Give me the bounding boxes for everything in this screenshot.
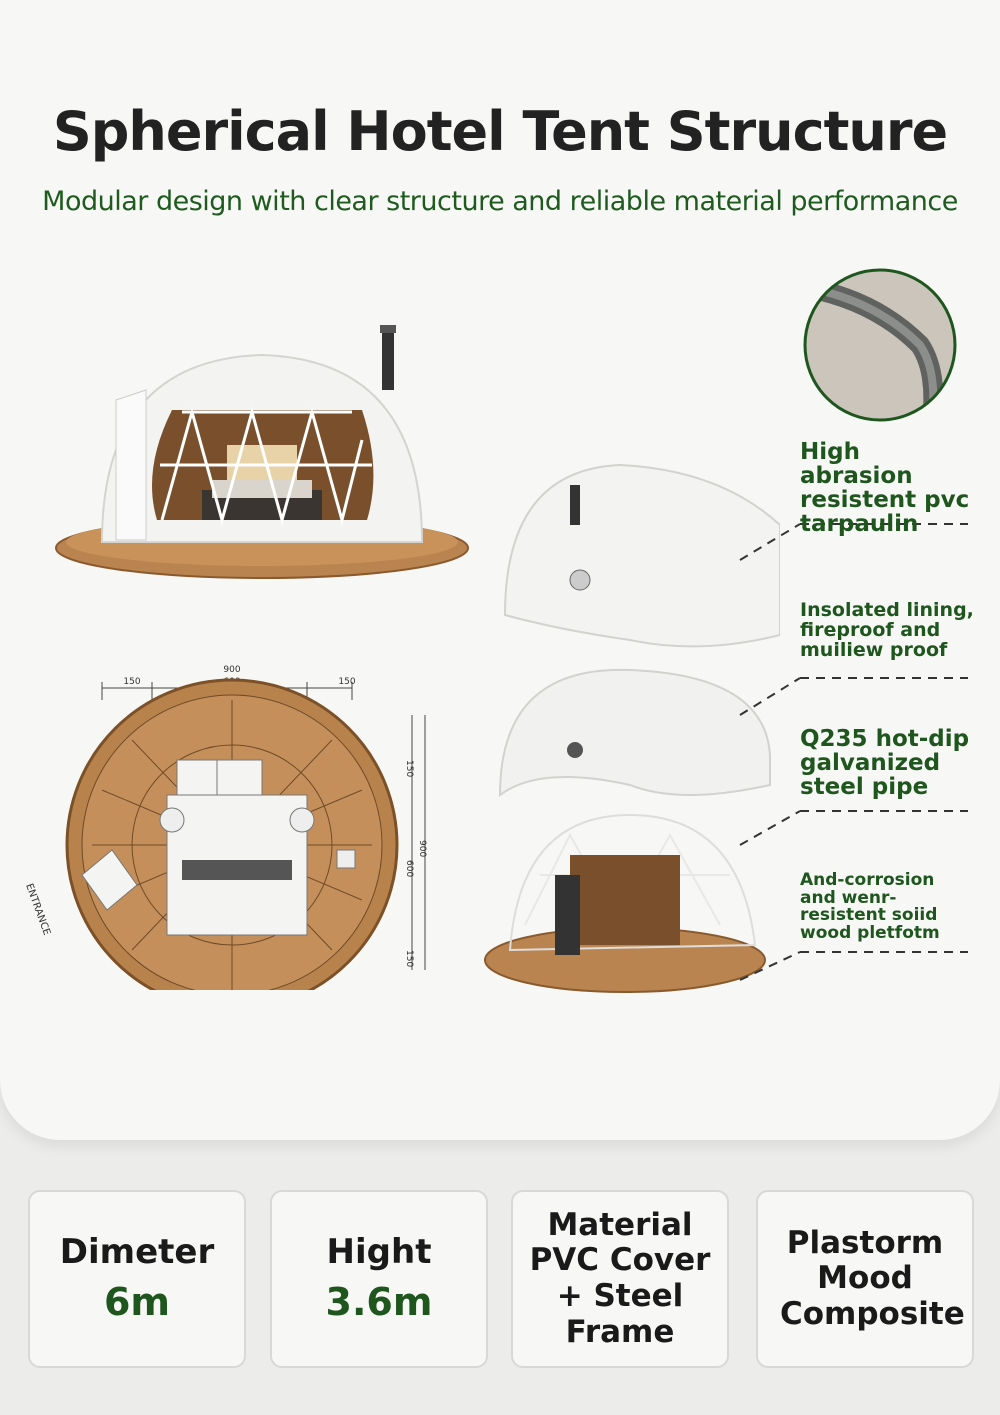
spec-card-platform: Plastorm Mood Composite [756,1190,974,1368]
spec-value: 3.6m [325,1280,433,1325]
callout-steel-pipe: Q235 hot-dip galvanized steel pipe [800,726,970,800]
spec-card-material: Material PVC Cover + Steel Frame [511,1190,729,1368]
spec-card-height: Hight 3.6m [270,1190,488,1368]
spec-label: Material PVC Cover + Steel Frame [529,1206,711,1350]
spec-value: 6m [103,1280,171,1325]
floor-plan-diagram: 900 150 600 150 150 600 150 900 ENTRANCE [23,665,427,990]
page-title: Spherical Hotel Tent Structure [52,100,948,163]
dim-left-label: 150 [123,677,140,687]
side-top-label: 150 [404,760,414,777]
callout-pvc-tarpaulin: High abrasion resistent pvc tarpaulin [800,439,970,537]
callout-wood-platform: And-corrosion and wenr-resistent soiid w… [800,870,940,944]
callout-leader-lines [739,523,968,981]
spec-label: Plastorm Mood Composite [780,1224,965,1332]
side-bottom-label: 150 [404,950,414,967]
dim-right-label: 150 [338,677,355,687]
spec-label: Hight [326,1231,432,1272]
dim-total-label: 900 [223,665,240,675]
side-middle-label: 600 [404,860,414,877]
side-total-label: 900 [417,840,427,857]
spec-card-diameter: Dimeter 6m [28,1190,246,1368]
entrance-label: ENTRANCE [23,882,52,937]
callout-insulated-lining: Insolated lining, fireproof and muiliew … [800,599,974,661]
tarpaulin-closeup [803,268,957,422]
exploded-dome-layers [484,463,780,993]
spec-label: Dimeter [59,1231,215,1272]
dome-exterior-illustration [55,325,469,579]
page-subtitle: Modular design with clear structure and … [42,186,958,217]
